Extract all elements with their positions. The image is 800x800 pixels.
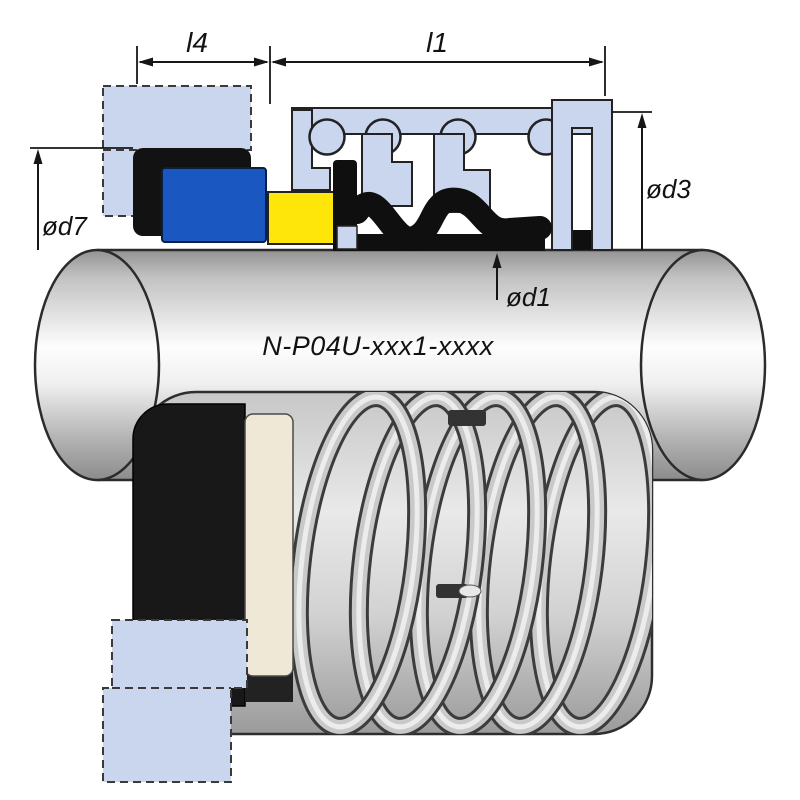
dim-label-d3: ød3 <box>646 174 691 204</box>
arrowhead <box>33 149 43 164</box>
arrowhead <box>271 57 286 67</box>
dim-label-d7: ød7 <box>42 211 88 241</box>
seal-cross-section <box>102 85 613 251</box>
dimension-l1: l1 <box>271 27 604 67</box>
seal-face-ring-3d <box>244 413 294 677</box>
arrowhead <box>637 113 647 128</box>
arrowhead <box>254 57 269 67</box>
dashed-mating-ring-bottom-shape <box>102 619 248 783</box>
shaft-right-end <box>639 248 767 482</box>
retainer-foot <box>336 225 358 250</box>
bellows-end-section <box>573 230 591 250</box>
bellows-wave-section <box>345 187 552 251</box>
dimension-l4: l4 <box>138 27 269 67</box>
seal-3d-view <box>132 390 654 736</box>
face-ring-section <box>267 191 335 245</box>
dim-label-l4: l4 <box>186 27 208 58</box>
shaft-left-end <box>33 248 161 482</box>
dim-label-d1: ød1 <box>506 282 551 312</box>
dim-label-l1: l1 <box>426 27 448 58</box>
spring-coil-section <box>308 118 346 156</box>
dimension-d1: ød1 <box>492 253 551 312</box>
part-number-label: N-P04U-xxx1-xxxx <box>262 331 495 361</box>
arrowhead <box>589 57 604 67</box>
dimension-d3: ød3 <box>637 113 691 250</box>
retainer-left-tab <box>291 109 331 191</box>
dashed-mating-ring-bottom <box>102 619 248 783</box>
dimensions: l4 l1 ød7 ød3 ød1 <box>30 27 691 312</box>
spring-mid-clip <box>436 584 468 598</box>
spring-top-clip <box>448 410 486 426</box>
dimension-d7: ød7 <box>33 149 88 250</box>
arrowhead <box>138 57 153 67</box>
spring-mid-highlight <box>458 584 482 598</box>
retainer-right-hook <box>551 99 613 251</box>
coil-loop <box>348 392 488 734</box>
coil-loop <box>288 392 428 734</box>
seat-ring-section <box>161 167 267 243</box>
arrowhead <box>492 253 502 268</box>
